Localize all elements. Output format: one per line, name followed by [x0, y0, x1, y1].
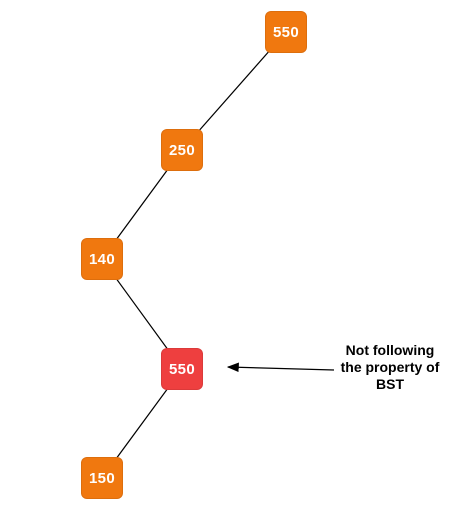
- node-label: 140: [89, 250, 115, 268]
- tree-node: 250: [161, 129, 203, 171]
- annotation-arrow: [226, 362, 335, 373]
- tree-node: 150: [81, 457, 123, 499]
- tree-node-violation: 550: [161, 348, 203, 390]
- tree-node-root: 550: [265, 11, 307, 53]
- annotation-line: Not following: [345, 342, 435, 358]
- tree-node: 140: [81, 238, 123, 280]
- annotation-line: BST: [376, 376, 404, 392]
- node-label: 550: [169, 360, 195, 378]
- node-label: 150: [89, 469, 115, 487]
- node-label: 550: [273, 23, 299, 41]
- annotation-line: the property of: [340, 359, 440, 375]
- node-label: 250: [169, 141, 195, 159]
- annotation-text: Not following the property of BST: [324, 342, 456, 393]
